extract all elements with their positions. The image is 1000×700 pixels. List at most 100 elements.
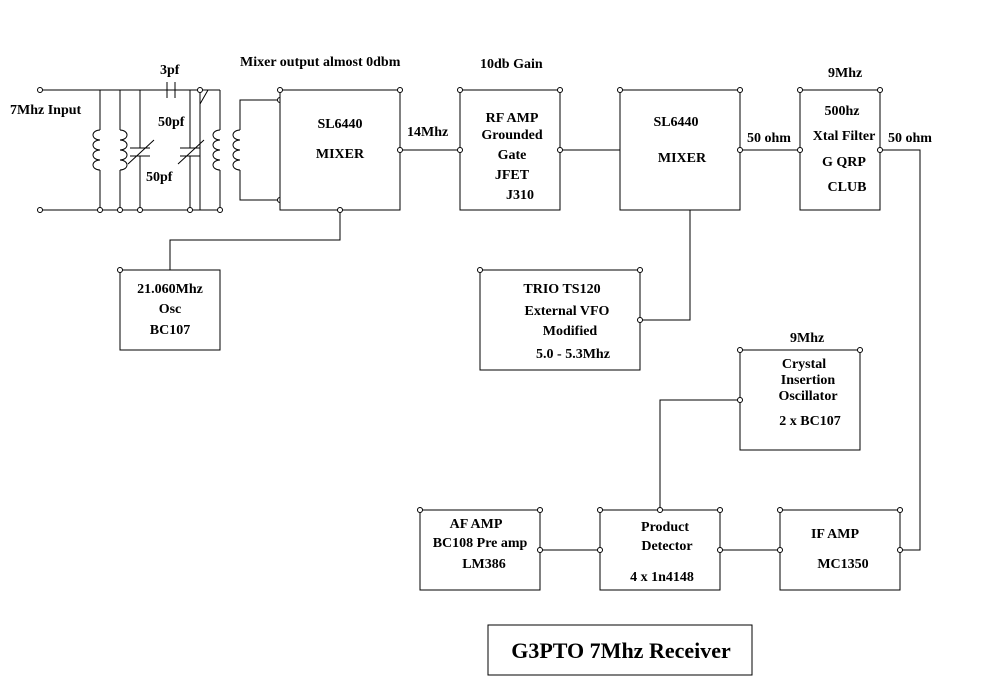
mixer-input-coil-icon [232, 129, 241, 171]
ifamp-line1: IF AMP [811, 527, 860, 542]
connections [169, 149, 921, 551]
cap-var-right-label: 50pf [158, 115, 185, 130]
ohm-label-1: 50 ohm [747, 131, 791, 146]
node [457, 87, 463, 93]
wire-osc-mixer1 [169, 210, 341, 270]
node [737, 147, 743, 153]
afamp-line3: LM386 [462, 557, 506, 572]
vfo-block: TRIO TS120 External VFO Modified 5.0 - 5… [479, 269, 641, 371]
product-detector-block: Product Detector 4 x 1n4148 [599, 509, 721, 591]
vfo-line4: 5.0 - 5.3Mhz [536, 347, 610, 362]
cap-var-left-label: 50pf [146, 170, 173, 185]
mixer1-line1: SL6440 [317, 117, 362, 132]
node [637, 267, 643, 273]
cio-line4: 2 x BC107 [779, 414, 840, 429]
node [717, 507, 723, 513]
freq-14-label: 14Mhz [407, 125, 448, 140]
cio-line3: Oscillator [778, 389, 837, 404]
cap-top-label: 3pf [160, 63, 180, 78]
node [457, 147, 463, 153]
switch-icon [199, 89, 209, 105]
rfamp-line3: Gate [498, 148, 527, 163]
node [637, 317, 643, 323]
node [337, 207, 343, 213]
node [477, 267, 483, 273]
node [737, 397, 743, 403]
mixer1-block: SL6440 MIXER [279, 89, 401, 211]
node [187, 207, 193, 213]
wire-cio-prod [659, 399, 740, 510]
wire-xtal-ifamp [880, 149, 921, 551]
node [117, 267, 123, 273]
diagram-title: G3PTO 7Mhz Receiver [511, 638, 731, 663]
node [137, 207, 143, 213]
junction-dots [117, 87, 903, 553]
mixer2-line1: SL6440 [653, 115, 698, 130]
node [797, 87, 803, 93]
node [557, 147, 563, 153]
node [117, 207, 123, 213]
input-terminal-top [37, 87, 43, 93]
mixer-input-wires [239, 99, 280, 201]
if-amp-block: IF AMP MC1350 [779, 509, 901, 591]
ifamp-line2: MC1350 [817, 557, 868, 572]
node [797, 147, 803, 153]
coupling-coil-icon [119, 129, 128, 171]
prod-line1: Product [641, 520, 689, 535]
xtal-line3: G QRP [822, 155, 866, 170]
output-coil-icon [212, 129, 221, 171]
rfamp-line2: Grounded [481, 128, 542, 143]
node [777, 547, 783, 553]
node [217, 207, 223, 213]
node [877, 147, 883, 153]
cio-line1: Crystal [782, 357, 826, 372]
af-amp-block: AF AMP BC108 Pre amp LM386 [419, 509, 541, 591]
node [717, 547, 723, 553]
input-filter: 7Mhz Input 3pf 50pf 50pf [10, 63, 223, 213]
vfo-line3: Modified [543, 324, 598, 339]
prod-line3: 4 x 1n4148 [630, 570, 694, 585]
node [777, 507, 783, 513]
title-box: G3PTO 7Mhz Receiver [487, 624, 753, 676]
node [397, 147, 403, 153]
vfo-line2: External VFO [525, 304, 610, 319]
node [537, 547, 543, 553]
rfamp-line1: RF AMP [486, 111, 539, 126]
freq-9-top-label: 9Mhz [828, 66, 862, 81]
variable-capacitor-left-icon [127, 139, 155, 165]
node [597, 547, 603, 553]
node [97, 207, 103, 213]
input-terminal-bottom [37, 207, 43, 213]
rfamp-line4: JFET [495, 168, 530, 183]
mixer1-line2: MIXER [316, 147, 365, 162]
crystal-oscillator-block: Crystal Insertion Oscillator 2 x BC107 [739, 349, 861, 451]
node [417, 507, 423, 513]
node [657, 507, 663, 513]
node [877, 87, 883, 93]
node [397, 87, 403, 93]
coupling-capacitor-icon [166, 82, 176, 98]
vfo-line1: TRIO TS120 [523, 282, 600, 297]
afamp-line1: AF AMP [450, 517, 503, 532]
node [737, 87, 743, 93]
cio-line2: Insertion [781, 373, 836, 388]
node [897, 507, 903, 513]
gain-note: 10db Gain [480, 57, 543, 72]
mixer1-input-transformer [232, 97, 283, 203]
xtal-line2: Xtal Filter [813, 129, 876, 144]
xtal-line1: 500hz [825, 104, 860, 119]
node [737, 347, 743, 353]
node [197, 87, 203, 93]
input-coil-icon [92, 129, 101, 171]
mixer-output-note: Mixer output almost 0dbm [240, 55, 401, 70]
oscillator-block: 21.060Mhz Osc BC107 [119, 269, 221, 351]
node [857, 347, 863, 353]
ohm-label-2: 50 ohm [888, 131, 932, 146]
node [537, 507, 543, 513]
rfamp-line5: J310 [506, 188, 534, 203]
node [617, 87, 623, 93]
node [597, 507, 603, 513]
node [897, 547, 903, 553]
xtal-filter-block: 500hz Xtal Filter G QRP CLUB [799, 89, 881, 211]
